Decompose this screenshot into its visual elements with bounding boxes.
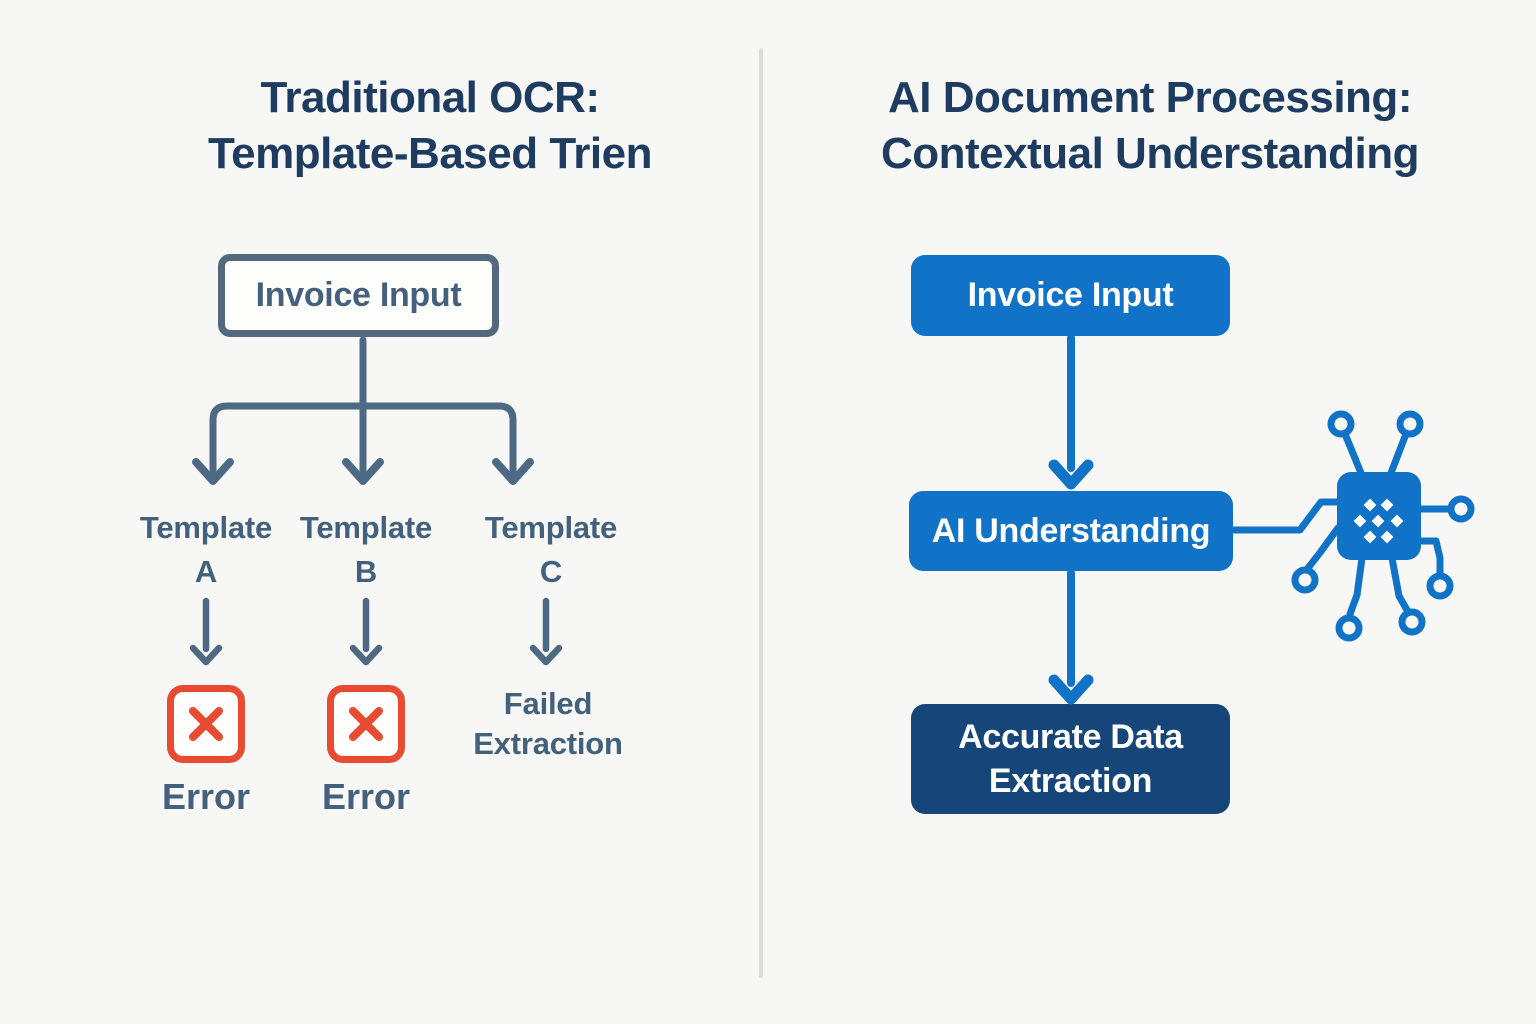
result-line2: Extraction <box>988 762 1153 800</box>
error-box-a <box>167 685 245 763</box>
arrow-down-icon <box>349 597 383 666</box>
arrow-down-icon <box>529 597 563 666</box>
right-invoice-input-box: Invoice Input <box>911 255 1230 336</box>
result-line1: Accurate Data <box>958 718 1183 756</box>
error-label-a: Error <box>161 776 251 817</box>
flow-arrows <box>1048 334 1094 705</box>
left-title-line1: Traditional OCR: <box>260 73 600 122</box>
x-square-icon <box>189 707 223 741</box>
branch-arrowheads <box>192 458 534 485</box>
vertical-divider <box>759 48 763 978</box>
failed-extraction-label: Failed Extraction <box>458 684 638 764</box>
template-b-letter: B <box>354 554 378 589</box>
arrow-down-icon <box>1048 459 1094 490</box>
right-title-line2: Contextual Understanding <box>880 129 1420 178</box>
template-a-letter: A <box>194 554 218 589</box>
ai-understanding-label: AI Understanding <box>931 511 1211 550</box>
left-panel-title: Traditional OCR: Template-Based Trien <box>120 70 740 182</box>
circuit-chip-icon <box>1230 410 1475 642</box>
accurate-extraction-box: Accurate Data Extraction <box>911 704 1230 814</box>
arrow-down-icon <box>342 458 384 485</box>
template-c-letter: C <box>539 554 563 589</box>
right-flow-graphics <box>1048 334 1475 705</box>
template-c-word: Template <box>484 510 618 545</box>
arrow-down-icon <box>189 597 223 666</box>
right-title-line1: AI Document Processing: <box>888 73 1412 122</box>
chip-pins <box>1291 410 1475 642</box>
branch-lines <box>209 336 517 477</box>
error-label-b: Error <box>321 776 411 817</box>
right-panel-title: AI Document Processing: Contextual Under… <box>840 70 1460 182</box>
right-invoice-input-label: Invoice Input <box>967 276 1174 314</box>
x-square-icon <box>349 707 383 741</box>
arrow-down-icon <box>492 458 534 485</box>
arrow-down-icon <box>192 458 234 485</box>
left-invoice-input-box: Invoice Input <box>218 254 499 337</box>
template-a-label: Template A <box>121 506 291 594</box>
left-invoice-input-label: Invoice Input <box>255 276 462 314</box>
template-c-label: Template C <box>466 506 636 594</box>
arrow-down-icon <box>1048 674 1094 705</box>
failed-line1: Failed <box>503 686 593 721</box>
template-b-word: Template <box>299 510 433 545</box>
failed-line2: Extraction <box>473 726 623 761</box>
left-connector-arrows <box>189 336 563 666</box>
template-b-label: Template B <box>281 506 451 594</box>
left-title-line2: Template-Based Trien <box>208 129 653 178</box>
chip-legs <box>1304 430 1454 618</box>
column-arrows <box>189 597 563 666</box>
accurate-extraction-label: Accurate Data Extraction <box>958 715 1183 803</box>
template-a-word: Template <box>139 510 273 545</box>
error-box-b <box>327 685 405 763</box>
ai-understanding-box: AI Understanding <box>909 491 1233 571</box>
